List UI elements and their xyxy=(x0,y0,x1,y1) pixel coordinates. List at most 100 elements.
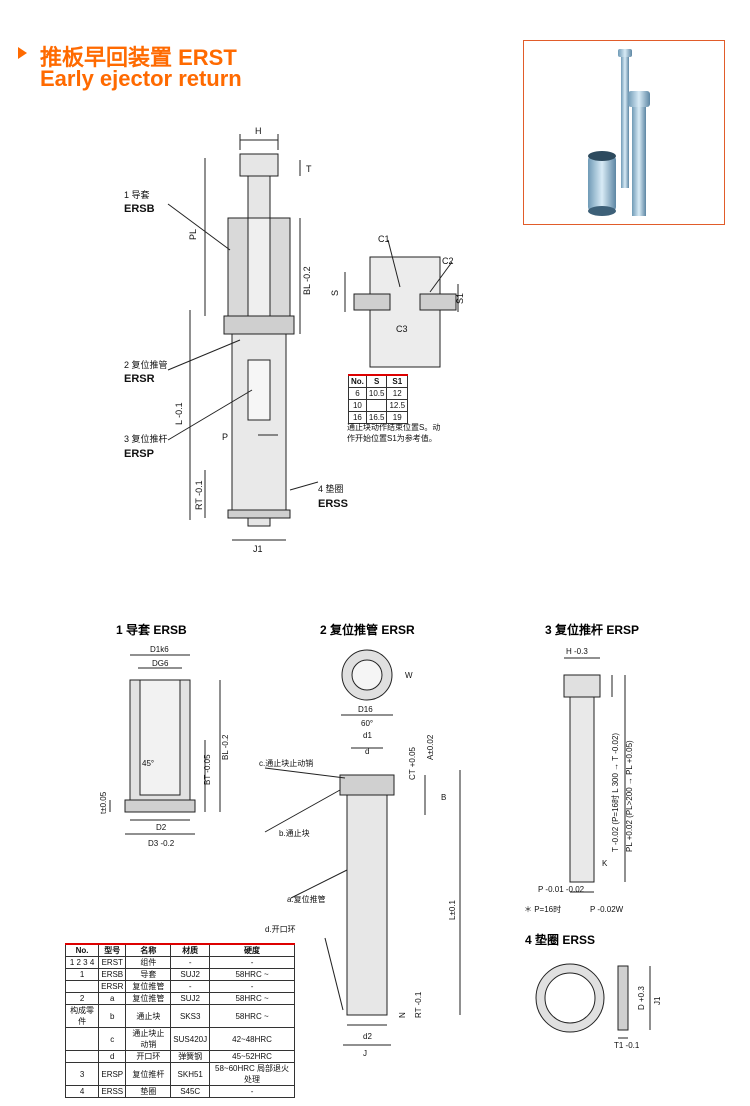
dim-l: L -0.1 xyxy=(174,402,184,425)
materials-header: No. xyxy=(64,943,100,957)
dim-s: S xyxy=(330,290,340,296)
assembly-drawing: H T PL BL -0.2 L -0.1 P RT -0.1 J1 1 导套 … xyxy=(124,126,348,554)
label-2: 2 复位推管 xyxy=(124,359,168,370)
cell: ERSB xyxy=(98,968,127,981)
detail-drawing: C1 C2 C3 S S1 xyxy=(330,234,465,368)
dim-pw: P -0.02W xyxy=(590,905,624,914)
dim-b: B xyxy=(441,793,446,802)
callout-d: d.开口环 xyxy=(265,925,296,934)
dim-pl: PL +0.02 (PL>200 → PL +0.05) xyxy=(625,740,634,852)
ersp-footnote: ＊ P=16时 xyxy=(524,904,561,914)
dim-p: P xyxy=(222,432,228,442)
cell xyxy=(64,980,100,993)
cell: 复位推管 xyxy=(125,980,172,993)
dim-a: A±0.02 xyxy=(426,734,435,760)
s-table-cell: 16 xyxy=(348,411,367,424)
cell: 1 xyxy=(64,968,100,981)
cell: - xyxy=(170,980,211,993)
erss-title: 4 垫圈 ERSS xyxy=(525,932,595,947)
dim-pl: PL xyxy=(188,229,198,240)
cell: 58HRC ~ xyxy=(209,992,295,1005)
s-table-cell: 16.5 xyxy=(365,411,388,424)
s-table-cell xyxy=(365,399,388,412)
cell: - xyxy=(209,980,295,993)
s-table-note: 通止块动作结束位置S。动作开始位置S1为参考值。 xyxy=(347,423,441,443)
dim-d1k6: D1k6 xyxy=(150,645,169,654)
page-subtitle: Early ejector return xyxy=(40,66,242,91)
dim-h: H -0.3 xyxy=(566,647,588,656)
ersr-drawing: 2 复位推管 ERSR W D16 60° d1 d CT +0.05 A±0.… xyxy=(259,622,461,1058)
ersb-drawing: 1 导套 ERSB D1k6 DG6 45° BT -0.05 BL -0.2 … xyxy=(99,622,230,848)
s-table-header: S xyxy=(365,374,388,388)
cell: 组件 xyxy=(125,956,172,969)
s-table-cell: 6 xyxy=(348,387,367,400)
materials-header: 材质 xyxy=(170,943,211,957)
cell: 42~48HRC xyxy=(209,1027,295,1051)
dim-c1: C1 xyxy=(378,234,390,244)
callout-c: c.通止块止动销 xyxy=(259,758,313,768)
cell: 45~52HRC xyxy=(209,1050,295,1063)
cell: 复位推杆 xyxy=(125,1062,172,1086)
cell: 1 2 3 4 xyxy=(64,956,100,969)
dim-d: D +0.3 xyxy=(637,986,646,1010)
cell: ERSP xyxy=(98,1062,127,1086)
label-ersr: ERSR xyxy=(124,373,155,385)
dim-w: W xyxy=(405,671,413,680)
label-4: 4 垫圈 xyxy=(318,483,344,494)
cell: ERSR xyxy=(98,980,127,993)
cell: - xyxy=(209,956,295,969)
product-photo xyxy=(523,40,725,225)
dim-c3: C3 xyxy=(396,324,408,334)
dim-c2: C2 xyxy=(442,256,454,266)
materials-header: 型号 xyxy=(98,943,127,957)
dim-p: P -0.01 -0.02 xyxy=(538,885,585,894)
dim-d2: D2 xyxy=(156,823,167,832)
dim-rt: RT -0.1 xyxy=(414,991,423,1018)
dim-l: L±0.1 xyxy=(448,899,457,920)
cell: 58HRC ~ xyxy=(209,1004,295,1028)
ersp-drawing: 3 复位推杆 ERSP H -0.3 T -0.02 (P=16时 L 300 … xyxy=(524,622,639,914)
cell xyxy=(64,1027,100,1051)
dim-d3: D3 -0.2 xyxy=(148,839,175,848)
dim-n: N xyxy=(398,1012,407,1018)
label-ersb: ERSB xyxy=(124,203,155,215)
dim-t: t±0.05 xyxy=(99,791,108,814)
title-marker-icon xyxy=(18,47,27,59)
cell: 通止块 xyxy=(125,1004,172,1028)
dim-60: 60° xyxy=(361,719,373,728)
dim-bt: BT -0.05 xyxy=(203,754,212,785)
cell: 58HRC ~ xyxy=(209,968,295,981)
dim-k: K xyxy=(602,859,608,868)
page-title: 推板早回装置 ERST xyxy=(40,45,237,70)
cell xyxy=(64,1050,100,1063)
s-table-header: S1 xyxy=(386,374,409,388)
cell: 导套 xyxy=(125,968,172,981)
dim-d2: d2 xyxy=(363,1032,372,1041)
dim-45: 45° xyxy=(142,759,154,768)
s-table-cell: 12.5 xyxy=(386,399,409,412)
materials-header: 硬度 xyxy=(209,943,295,957)
callout-a: a.复位推管 xyxy=(287,894,326,904)
dim-s1: S1 xyxy=(455,293,465,304)
dim-bl: BL -0.2 xyxy=(221,734,230,760)
dim-t1: T1 -0.1 xyxy=(614,1041,640,1050)
dim-d16: D16 xyxy=(358,705,373,714)
cell: SKS3 xyxy=(170,1004,211,1028)
cell: 复位推管 xyxy=(125,992,172,1005)
cell: SUJ2 xyxy=(170,968,211,981)
dim-j1: J1 xyxy=(653,996,662,1005)
dim-j1: J1 xyxy=(253,544,263,554)
cell: SUS420J xyxy=(170,1027,211,1051)
cell: a xyxy=(98,992,127,1005)
s-table-cell: 12 xyxy=(386,387,409,400)
